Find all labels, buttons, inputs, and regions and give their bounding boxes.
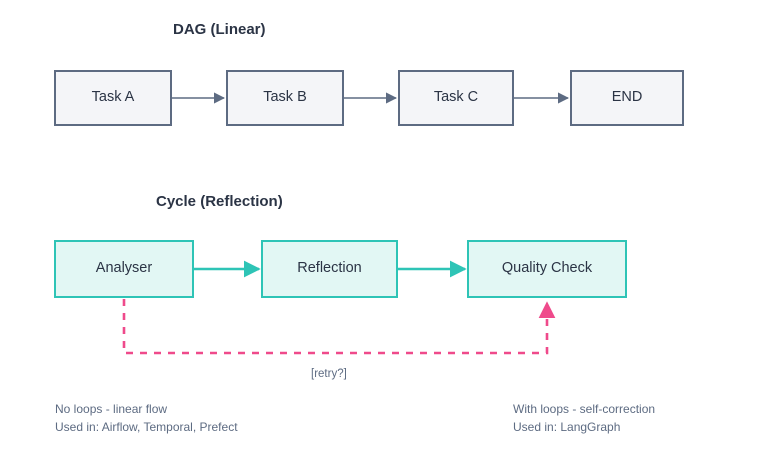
cycle-footnote-line-1: With loops - self-correction (513, 402, 656, 416)
dag-footnote-line-2: Used in: Airflow, Temporal, Prefect (55, 420, 238, 434)
dag-node-task-b[interactable]: Task B (226, 70, 344, 126)
cycle-footnote: With loops - self-correction Used in: La… (513, 400, 655, 436)
dag-node-task-b-label: Task B (263, 89, 307, 106)
cycle-section-title: Cycle (Reflection) (156, 193, 283, 210)
cycle-node-analyser-label: Analyser (95, 260, 153, 277)
retry-loop-label: [retry?] (311, 368, 347, 380)
dag-node-task-c[interactable]: Task C (398, 70, 514, 126)
cycle-node-quality-check-label: Quality Check (501, 260, 593, 277)
cycle-footnote-line-2: Used in: LangGraph (513, 420, 621, 434)
cycle-node-reflection[interactable]: Reflection (261, 240, 398, 298)
dag-footnote: No loops - linear flow Used in: Airflow,… (55, 400, 238, 436)
dag-section-title: DAG (Linear) (173, 21, 266, 38)
dag-node-end[interactable]: END (570, 70, 684, 126)
dag-node-end-label: END (611, 89, 643, 106)
dag-node-task-a-label: Task A (91, 89, 135, 106)
cycle-node-quality-check[interactable]: Quality Check (467, 240, 627, 298)
dag-node-task-a[interactable]: Task A (54, 70, 172, 126)
dag-footnote-line-1: No loops - linear flow (55, 402, 168, 416)
cycle-node-analyser[interactable]: Analyser (54, 240, 194, 298)
dag-node-task-c-label: Task C (433, 89, 479, 106)
cycle-node-reflection-label: Reflection (297, 260, 362, 277)
